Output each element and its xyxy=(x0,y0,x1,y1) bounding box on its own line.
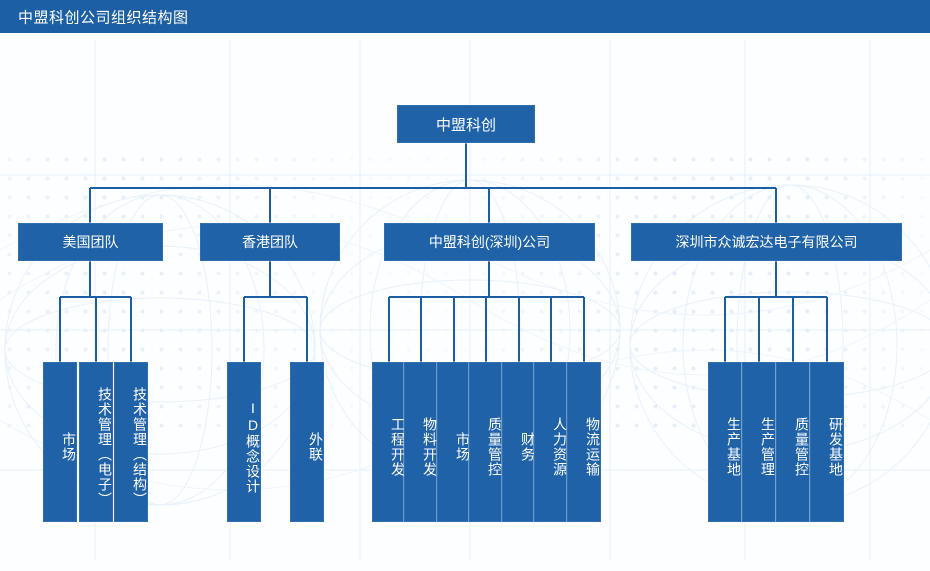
org-node-us-tech-struct[interactable]: 技术管理（结构） xyxy=(114,362,148,522)
org-node-zchd-company[interactable]: 深圳市众诚宏达电子有限公司 xyxy=(631,223,902,261)
org-node-label: 技术管理（电子） xyxy=(97,387,113,507)
org-node-us-tech-elec[interactable]: 技术管理（电子） xyxy=(79,362,113,522)
org-node-label: 技术管理（结构） xyxy=(132,387,148,507)
org-node-sz-logistics[interactable]: 物流运输 xyxy=(567,362,601,522)
org-node-sz-hr[interactable]: 人力资源 xyxy=(534,362,568,522)
org-node-label: 质量管控 xyxy=(794,417,810,477)
org-node-label: 生产基地 xyxy=(726,417,742,477)
org-node-hk-team[interactable]: 香港团队 xyxy=(200,223,340,261)
org-node-label: 中盟科创 xyxy=(435,116,496,134)
org-node-hk-id-design[interactable]: ID概念设计 xyxy=(227,362,261,522)
org-node-label: 美国团队 xyxy=(62,234,119,250)
page-title: 中盟科创公司组织结构图 xyxy=(18,9,189,26)
org-node-sz-company[interactable]: 中盟科创(深圳)公司 xyxy=(384,223,595,261)
org-node-label: 工程开发 xyxy=(390,417,406,477)
org-node-label: 香港团队 xyxy=(242,234,298,250)
org-node-sz-eng-dev[interactable]: 工程开发 xyxy=(372,362,406,522)
org-node-label: 市场 xyxy=(61,432,77,462)
org-node-zc-rnd-base[interactable]: 研发基地 xyxy=(810,362,844,522)
org-node-label: 深圳市众诚宏达电子有限公司 xyxy=(675,234,858,250)
org-node-root[interactable]: 中盟科创 xyxy=(397,105,535,143)
org-node-sz-mat-dev[interactable]: 物料开发 xyxy=(404,362,438,522)
org-node-label: 人力资源 xyxy=(552,417,568,477)
org-node-zc-prod-mgmt[interactable]: 生产管理 xyxy=(742,362,776,522)
org-node-label: 财务 xyxy=(520,432,536,462)
org-node-label: 质量管控 xyxy=(487,417,503,477)
page-header-bar: 中盟科创公司组织结构图 xyxy=(0,0,930,33)
org-node-label: 中盟科创(深圳)公司 xyxy=(428,234,551,250)
org-node-sz-finance[interactable]: 财务 xyxy=(502,362,536,522)
org-node-label: 市场 xyxy=(455,432,471,462)
org-node-label: 研发基地 xyxy=(828,417,844,477)
org-node-sz-quality[interactable]: 质量管控 xyxy=(469,362,503,522)
org-node-label: 生产管理 xyxy=(760,417,776,477)
org-node-label: 物料开发 xyxy=(422,417,438,477)
org-node-hk-liaison[interactable]: 外联 xyxy=(290,362,324,522)
org-node-label: 物流运输 xyxy=(585,417,601,477)
org-node-us-market[interactable]: 市场 xyxy=(43,362,77,522)
org-node-label: ID概念设计 xyxy=(245,400,261,494)
org-node-us-team[interactable]: 美国团队 xyxy=(18,223,163,261)
org-node-sz-market[interactable]: 市场 xyxy=(437,362,471,522)
org-node-zc-quality[interactable]: 质量管控 xyxy=(776,362,810,522)
org-node-label: 外联 xyxy=(308,432,324,462)
org-node-zc-prod-base[interactable]: 生产基地 xyxy=(708,362,742,522)
